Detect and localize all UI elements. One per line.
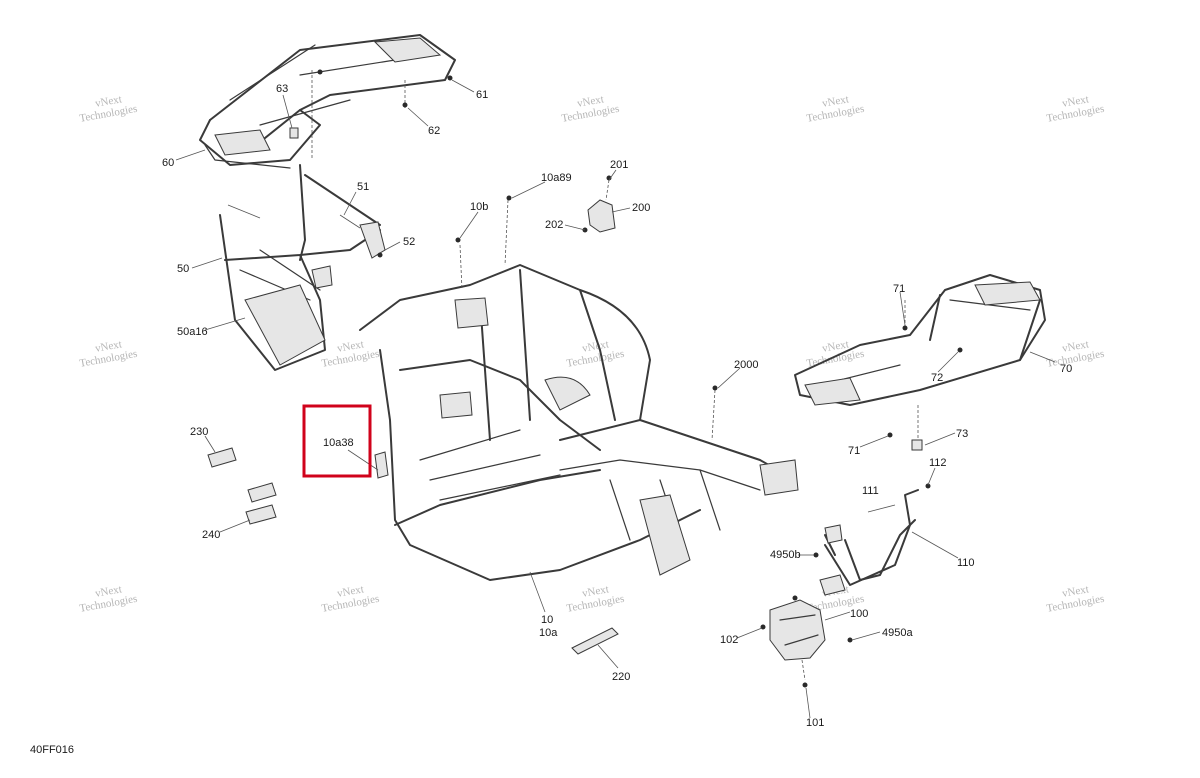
callout-10a89: 10a89 bbox=[541, 172, 572, 184]
callout-labels: 60 63 61 62 51 52 50 50a16 230 240 10a38… bbox=[162, 83, 1072, 729]
callout-200: 200 bbox=[632, 202, 650, 214]
leader-lines bbox=[175, 79, 1056, 719]
callout-230: 230 bbox=[190, 426, 208, 438]
callout-240: 240 bbox=[202, 529, 220, 541]
callout-60: 60 bbox=[162, 157, 174, 169]
watermark: vNextTechnologies bbox=[563, 581, 625, 615]
callout-71-bottom: 71 bbox=[848, 445, 860, 457]
pads-drawing bbox=[207, 447, 277, 525]
callout-50a16: 50a16 bbox=[177, 326, 208, 338]
bumper-110-drawing bbox=[813, 483, 931, 596]
callout-2000: 2000 bbox=[734, 359, 758, 371]
watermark: vNextTechnologies bbox=[76, 336, 138, 370]
watermark: vNextTechnologies bbox=[318, 336, 380, 370]
callout-71-top: 71 bbox=[893, 283, 905, 295]
highlight-box bbox=[302, 404, 372, 478]
watermark: vNextTechnologies bbox=[558, 91, 620, 125]
callout-70: 70 bbox=[1060, 363, 1072, 375]
callout-110: 110 bbox=[957, 557, 975, 569]
watermark: vNextTechnologies bbox=[318, 581, 380, 615]
callout-51: 51 bbox=[357, 181, 369, 193]
watermark-layer: vNextTechnologies vNextTechnologies vNextT… bbox=[76, 91, 1106, 615]
callout-10: 10 bbox=[541, 614, 553, 626]
watermark: vNextTechnologies bbox=[803, 91, 865, 125]
callout-220: 220 bbox=[612, 671, 630, 683]
callout-10b: 10b bbox=[470, 201, 488, 213]
skid-220-drawing bbox=[571, 627, 619, 655]
bracket-200-drawing bbox=[582, 175, 616, 233]
callout-102: 102 bbox=[720, 634, 738, 646]
diagram-code: 40FF016 bbox=[30, 744, 75, 756]
callout-4950b: 4950b bbox=[770, 549, 801, 561]
callout-100: 100 bbox=[850, 608, 868, 620]
callout-72: 72 bbox=[931, 372, 943, 384]
rear-rack-drawing bbox=[199, 34, 456, 169]
callout-61: 61 bbox=[476, 89, 488, 101]
main-frame-drawing bbox=[359, 195, 799, 581]
watermark: vNextTechnologies bbox=[803, 336, 865, 370]
watermark: vNextTechnologies bbox=[1043, 581, 1105, 615]
rear-support-drawing bbox=[219, 164, 386, 371]
callout-111: 111 bbox=[862, 485, 879, 497]
callout-63: 63 bbox=[276, 83, 288, 95]
callout-201: 201 bbox=[610, 159, 628, 171]
front-rack-drawing bbox=[794, 274, 1046, 451]
callout-4950a: 4950a bbox=[882, 627, 913, 639]
callout-50: 50 bbox=[177, 263, 189, 275]
watermark: vNextTechnologies bbox=[563, 336, 625, 370]
bracket-100-drawing bbox=[760, 595, 853, 688]
callout-62: 62 bbox=[428, 125, 440, 137]
watermark: vNextTechnologies bbox=[76, 91, 138, 125]
callout-101: 101 bbox=[806, 717, 824, 729]
callout-112: 112 bbox=[929, 457, 947, 469]
watermark: vNextTechnologies bbox=[1043, 336, 1105, 370]
callout-10a38: 10a38 bbox=[323, 437, 354, 449]
callout-202: 202 bbox=[545, 219, 563, 231]
callout-73: 73 bbox=[956, 428, 968, 440]
callout-52: 52 bbox=[403, 236, 415, 248]
watermark: vNextTechnologies bbox=[1043, 91, 1105, 125]
callout-10a: 10a bbox=[539, 627, 558, 639]
watermark: vNextTechnologies bbox=[76, 581, 138, 615]
